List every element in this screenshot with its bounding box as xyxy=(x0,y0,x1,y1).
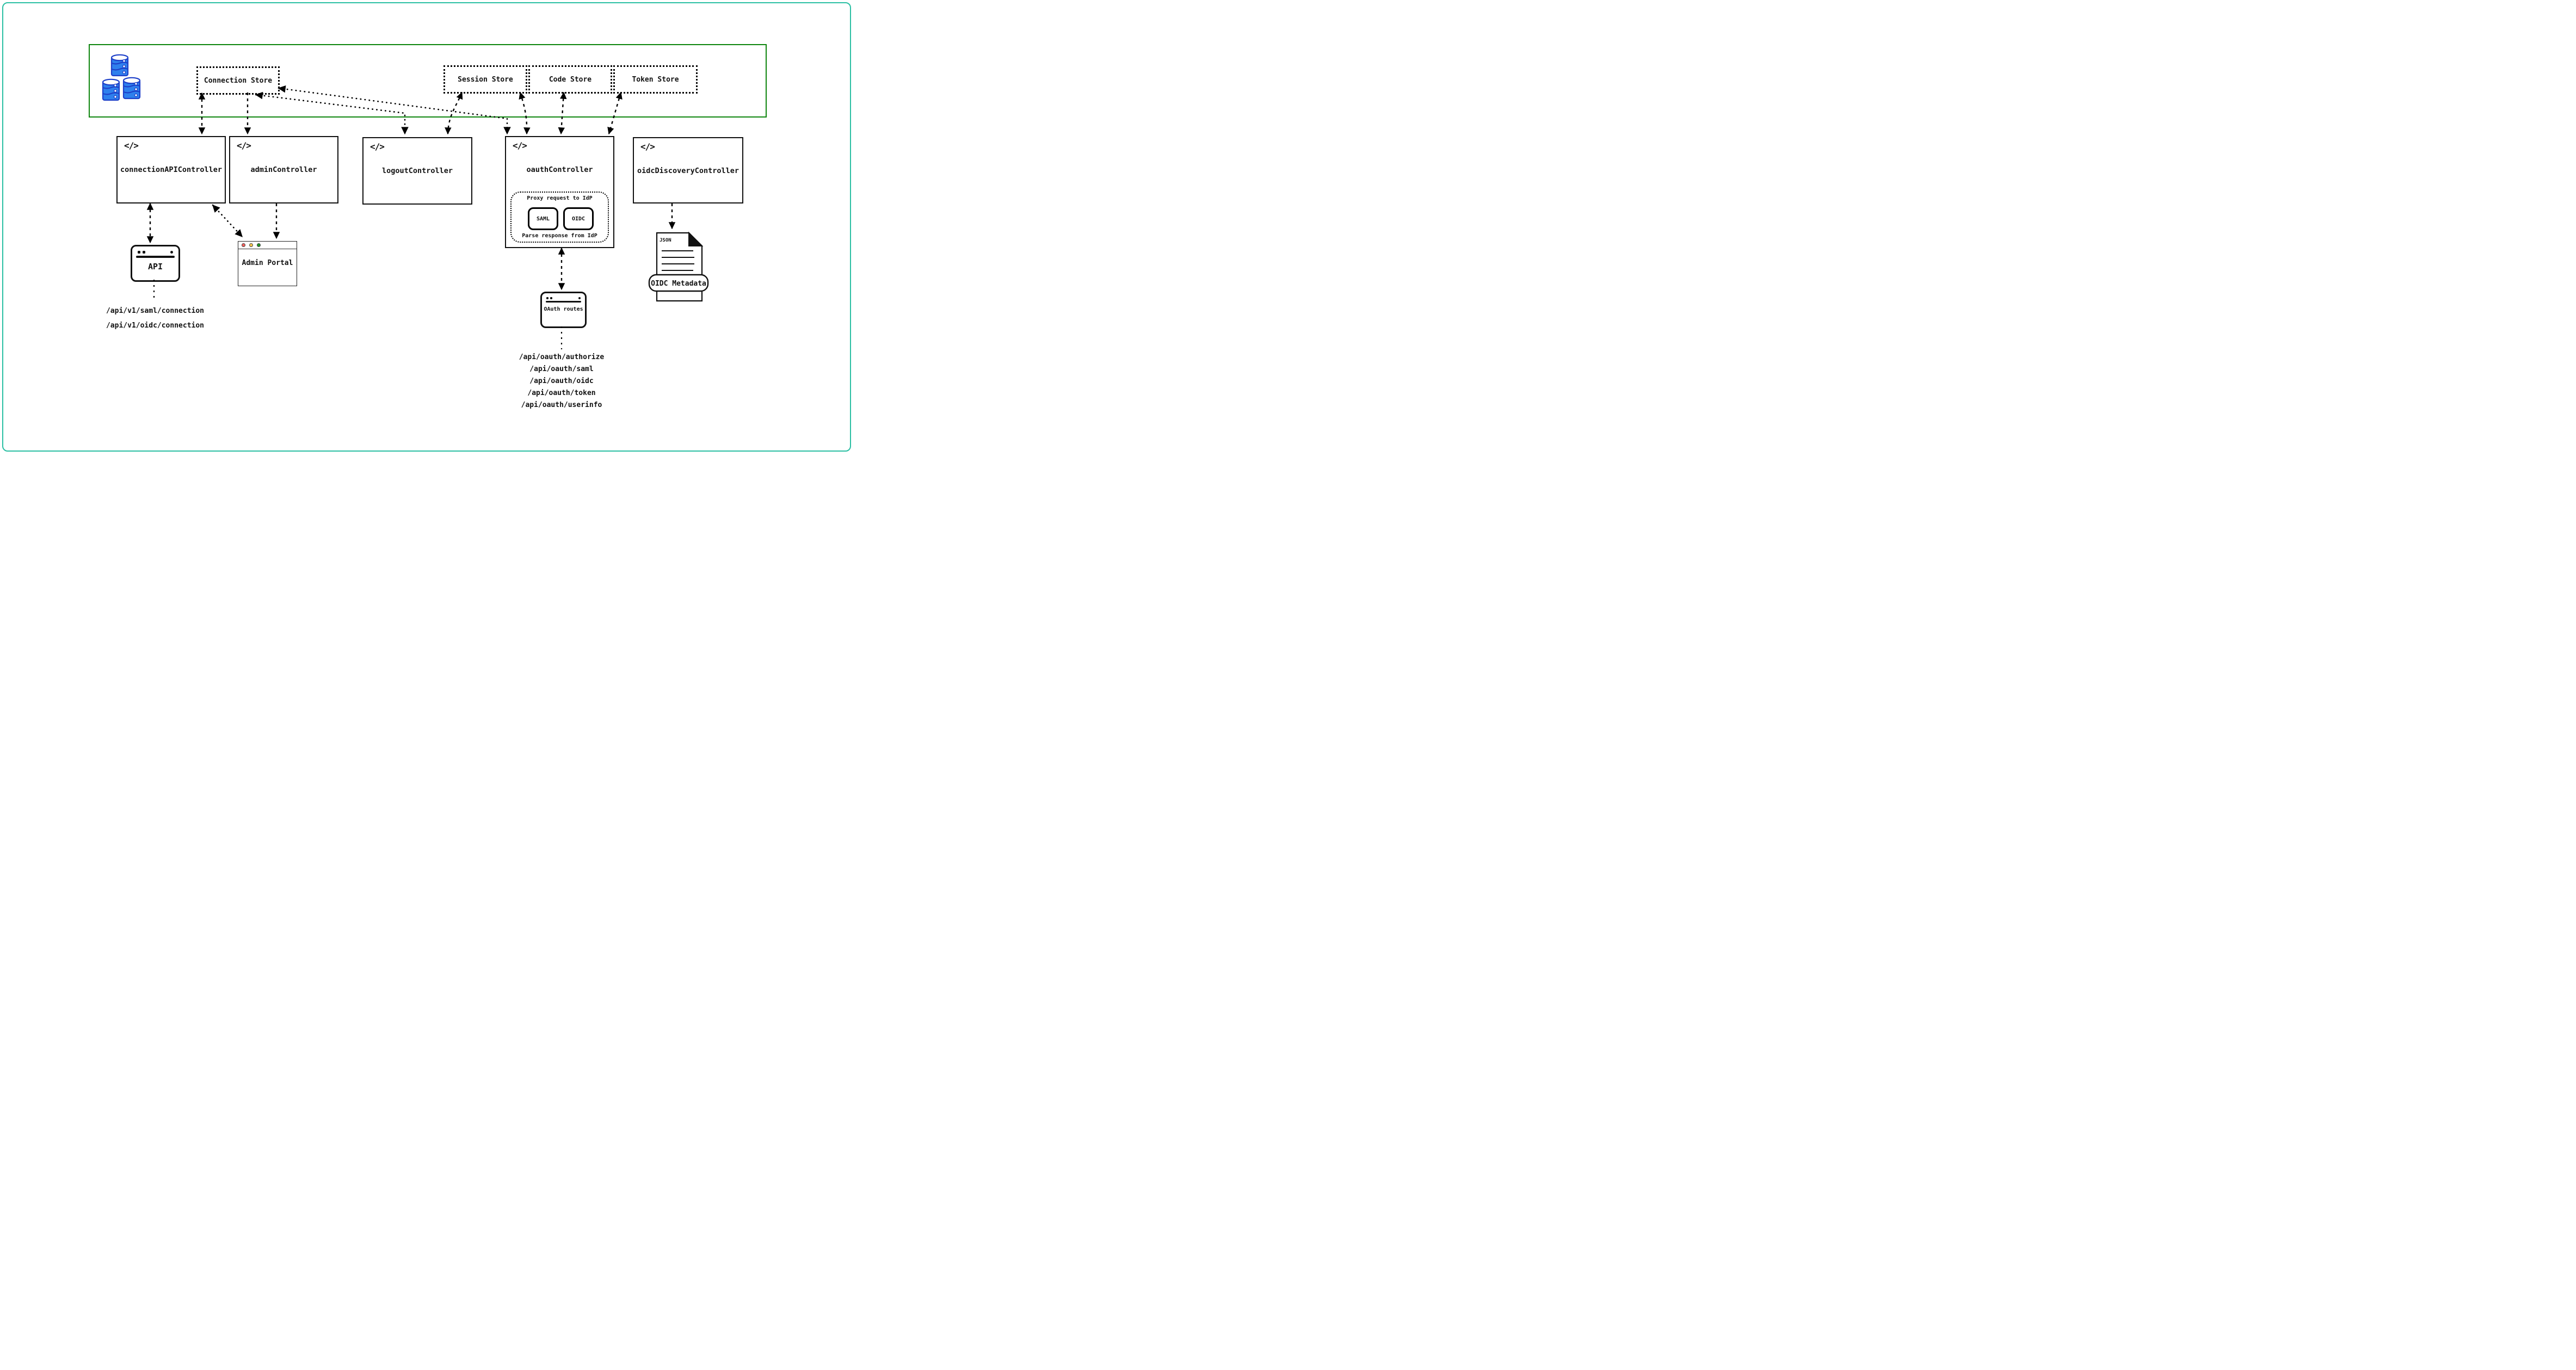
connection-store-label: Connection Store xyxy=(204,76,273,85)
oidc-label: OIDC xyxy=(571,215,586,222)
oauth-controller-label: oauthController xyxy=(526,165,593,174)
oauth-routes-label: OAuth routes xyxy=(544,306,583,312)
api-app-icon: API xyxy=(131,245,180,282)
logout-controller-label: logoutController xyxy=(381,166,453,175)
oauth-endpoint-list: /api/oauth/authorize /api/oauth/saml /ap… xyxy=(506,351,617,411)
code-icon: </> xyxy=(513,140,527,151)
code-store-box: Code Store xyxy=(528,65,612,94)
json-file-type-label: JSON xyxy=(660,238,671,243)
admin-portal-label: Admin Portal xyxy=(242,259,293,267)
window-dot xyxy=(170,251,173,254)
code-icon: </> xyxy=(640,141,655,152)
oidc-metadata-document-icon: JSON OIDC Metadata xyxy=(648,231,709,302)
oidc-metadata-label: OIDC Metadata xyxy=(651,280,706,288)
token-store-box: Token Store xyxy=(613,65,698,94)
session-store-box: Session Store xyxy=(443,65,527,94)
api-endpoint-list: /api/v1/saml/connection /api/v1/oidc/con… xyxy=(97,304,213,333)
api-label: API xyxy=(147,262,163,271)
oidc-discovery-controller-box: </> oidcDiscoveryController xyxy=(633,137,743,203)
token-store-label: Token Store xyxy=(632,75,679,84)
window-toolbar-line xyxy=(136,256,175,258)
proxy-request-label: Proxy request to IdP xyxy=(527,195,593,201)
code-icon: </> xyxy=(370,141,385,152)
logout-controller-box: </> logoutController xyxy=(362,137,472,205)
folded-corner-icon xyxy=(688,231,704,246)
endpoint-path: /api/v1/oidc/connection xyxy=(106,322,204,330)
oauth-routes-icon: OAuth routes xyxy=(540,292,587,328)
window-dot xyxy=(143,251,145,254)
code-icon: </> xyxy=(237,140,251,151)
saml-label: SAML xyxy=(536,215,550,222)
arrow-connection-api-portal-diagonal xyxy=(212,204,243,238)
endpoint-path: /api/oauth/oidc xyxy=(529,377,594,385)
oidc-discovery-controller-label: oidcDiscoveryController xyxy=(637,166,739,175)
browser-titlebar xyxy=(238,242,297,249)
code-icon: </> xyxy=(124,140,139,151)
oidc-protocol-box: OIDC xyxy=(563,207,594,230)
document-text-lines xyxy=(662,250,694,271)
connection-api-controller-box: </> connectionAPIController xyxy=(116,136,226,203)
endpoint-path: /api/oauth/userinfo xyxy=(521,401,602,409)
connection-store-box: Connection Store xyxy=(196,66,280,95)
admin-controller-box: </> adminController xyxy=(229,136,338,203)
endpoint-path: /api/oauth/authorize xyxy=(519,353,605,361)
window-dot xyxy=(138,251,140,254)
window-dot xyxy=(546,297,549,299)
close-dot-icon xyxy=(242,243,245,247)
window-toolbar-line xyxy=(546,301,581,303)
idp-proxy-box: Proxy request to IdP SAML OIDC Parse res… xyxy=(510,192,609,243)
connection-api-controller-label: connectionAPIController xyxy=(120,165,222,174)
admin-controller-label: adminController xyxy=(250,165,317,174)
session-store-label: Session Store xyxy=(458,75,513,84)
endpoint-path: /api/oauth/saml xyxy=(529,365,594,373)
minimize-dot-icon xyxy=(249,243,253,247)
parse-response-label: Parse response from IdP xyxy=(522,233,597,239)
endpoint-path: /api/oauth/token xyxy=(527,389,596,397)
database-stack-icon xyxy=(102,54,141,101)
code-store-label: Code Store xyxy=(549,75,592,84)
admin-portal-window: Admin Portal xyxy=(238,241,297,286)
architecture-diagram: Connection Store Session Store Code Stor… xyxy=(0,0,853,454)
maximize-dot-icon xyxy=(257,243,261,247)
window-dot xyxy=(578,297,581,299)
metadata-ribbon xyxy=(648,274,709,292)
window-dot xyxy=(550,297,552,299)
saml-protocol-box: SAML xyxy=(528,207,558,230)
endpoint-path: /api/v1/saml/connection xyxy=(106,307,204,315)
